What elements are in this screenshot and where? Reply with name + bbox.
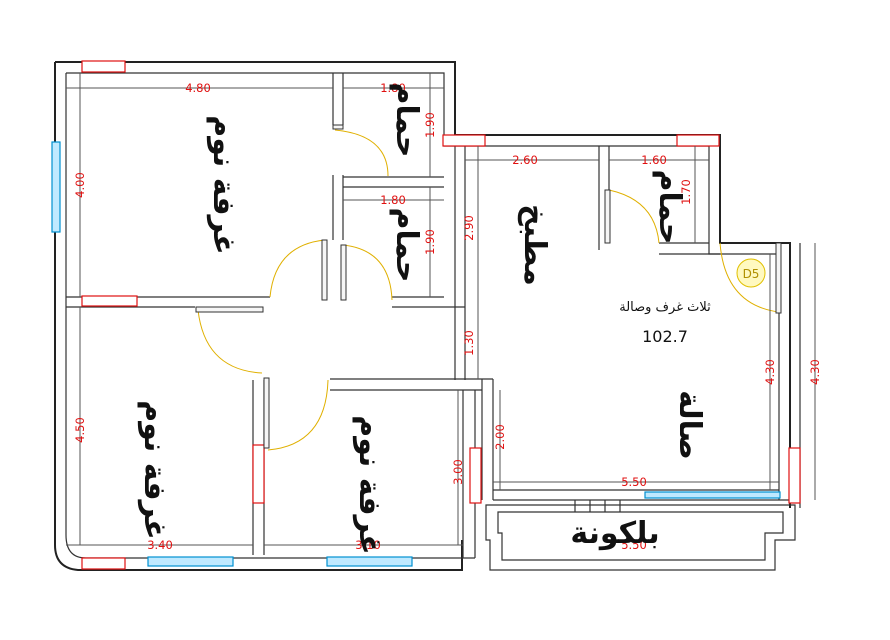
room-living: صالة bbox=[672, 390, 707, 460]
dim-left-bedroom-width: 3.40 bbox=[147, 538, 173, 552]
marker-circle bbox=[736, 258, 766, 288]
dim-balcony-width: 5.50 bbox=[621, 538, 647, 552]
plan-info: ثلاث غرف وصالة 102.7 D5 bbox=[619, 258, 766, 346]
dim-kitchen-width: 2.60 bbox=[512, 153, 538, 167]
room-bedroom-mid: غرفة نوم bbox=[352, 415, 387, 555]
room-bath-top: حمام bbox=[389, 83, 424, 158]
dim-top-bath-height: 1.90 bbox=[423, 112, 437, 138]
marker-label: D5 bbox=[743, 267, 760, 281]
dim-living-width: 5.50 bbox=[621, 475, 647, 489]
room-bedroom-top: غرفة نوم bbox=[206, 115, 241, 255]
dim-living-height-inner: 4.30 bbox=[763, 359, 777, 385]
room-bath-right: حمام bbox=[652, 170, 687, 245]
window-left-bedroom bbox=[147, 556, 234, 567]
dim-left-bedroom-height: 4.50 bbox=[73, 417, 87, 443]
doors bbox=[195, 124, 782, 451]
dim-living-height-outer: 4.30 bbox=[808, 359, 822, 385]
dim-corridor-height: 1.30 bbox=[462, 330, 476, 356]
room-bath-mid: حمام bbox=[389, 208, 424, 283]
window-top-bedroom bbox=[51, 141, 61, 233]
dim-kitchen-height: 2.90 bbox=[462, 215, 476, 241]
balcony bbox=[485, 491, 796, 571]
dimension-lines bbox=[66, 73, 816, 546]
vents bbox=[81, 60, 801, 570]
dimension-labels: 4.80 1.80 1.90 4.00 1.80 1.90 2.60 1.60 … bbox=[73, 81, 822, 552]
room-bedroom-left: غرفة نوم bbox=[137, 400, 172, 540]
dim-mid-bedroom-width: 3.10 bbox=[355, 538, 381, 552]
plan-description: ثلاث غرف وصالة bbox=[619, 300, 711, 315]
room-labels: غرفة نوم حمام حمام مطبخ حمام صالة غرفة ن… bbox=[137, 83, 707, 555]
dim-right-bath-width: 1.60 bbox=[641, 153, 667, 167]
dim-top-bedroom-height: 4.00 bbox=[73, 172, 87, 198]
room-kitchen: مطبخ bbox=[517, 204, 552, 286]
room-balcony: بلكونة bbox=[570, 516, 659, 551]
dim-mid-bath-width: 1.80 bbox=[380, 193, 406, 207]
dim-top-bath-width: 1.80 bbox=[380, 81, 406, 95]
dim-right-bath-height: 1.70 bbox=[679, 179, 693, 205]
dim-top-bedroom-width: 4.80 bbox=[185, 81, 211, 95]
dim-mid-bedroom-height: 3.00 bbox=[451, 459, 465, 485]
dim-mid-bath-height: 1.90 bbox=[423, 229, 437, 255]
balcony-window bbox=[644, 491, 781, 499]
dim-corridor-to-living: 2.00 bbox=[493, 424, 507, 450]
window-mid-bedroom bbox=[326, 556, 413, 567]
windows bbox=[51, 141, 413, 567]
plan-area: 102.7 bbox=[642, 327, 688, 346]
interior-walls bbox=[66, 73, 790, 558]
